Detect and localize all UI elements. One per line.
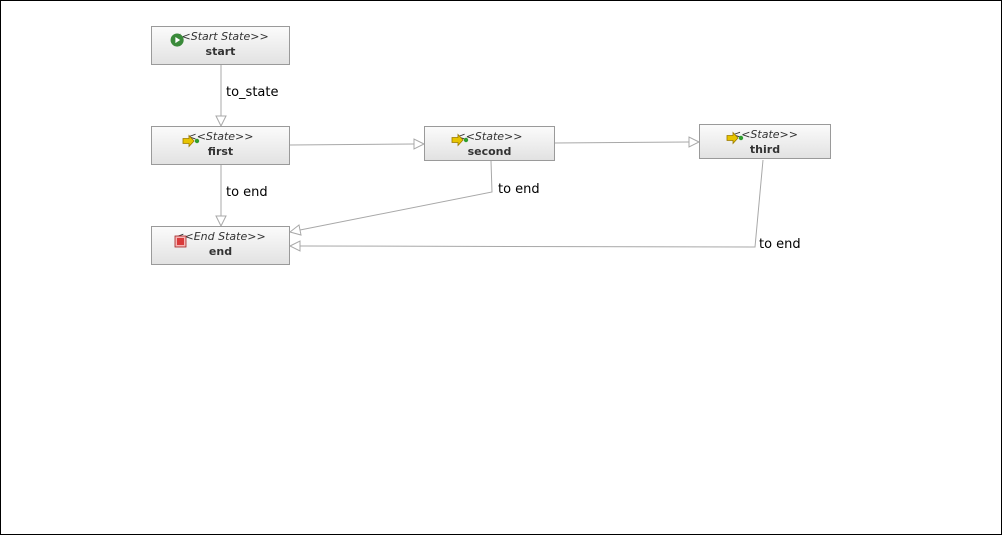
play-circle-icon <box>170 33 184 47</box>
state-arrow-icon <box>451 133 469 147</box>
node-stereotype: <<State>> <box>732 128 798 141</box>
transition-first-to-end[interactable] <box>215 165 227 228</box>
transition-third-to-end[interactable] <box>288 159 764 252</box>
transition-label-to-state[interactable]: to_state <box>225 85 280 100</box>
node-name: third <box>749 143 781 156</box>
node-stereotype: <<End State>> <box>175 230 266 243</box>
node-stereotype: <<State>> <box>187 130 254 143</box>
node-stereotype: <<Start State>> <box>172 30 269 43</box>
node-name: end <box>208 245 233 258</box>
transition-label-third-to-end[interactable]: to end <box>758 237 802 252</box>
state-node-third[interactable]: <<State>> third <box>699 124 831 159</box>
node-name: start <box>205 45 236 58</box>
transition-start-to-first[interactable] <box>215 65 227 128</box>
node-name: second <box>467 145 512 158</box>
stop-square-icon <box>174 235 187 248</box>
transition-second-to-third[interactable] <box>553 136 701 148</box>
state-node-second[interactable]: <<State>> second <box>424 126 555 161</box>
state-node-first[interactable]: <<State>> first <box>151 126 290 165</box>
transition-label-second-to-end[interactable]: to end <box>497 182 541 197</box>
transition-second-to-end[interactable] <box>288 160 493 236</box>
end-state-node[interactable]: <<End State>> end <box>151 226 290 265</box>
state-arrow-icon <box>182 134 200 148</box>
start-state-node[interactable]: <<Start State>> start <box>151 26 290 65</box>
state-arrow-icon <box>726 131 744 145</box>
transition-label-first-to-end[interactable]: to end <box>225 185 269 200</box>
node-stereotype: <<State>> <box>456 130 523 143</box>
transition-first-to-second[interactable] <box>289 138 426 150</box>
node-name: first <box>207 145 234 158</box>
